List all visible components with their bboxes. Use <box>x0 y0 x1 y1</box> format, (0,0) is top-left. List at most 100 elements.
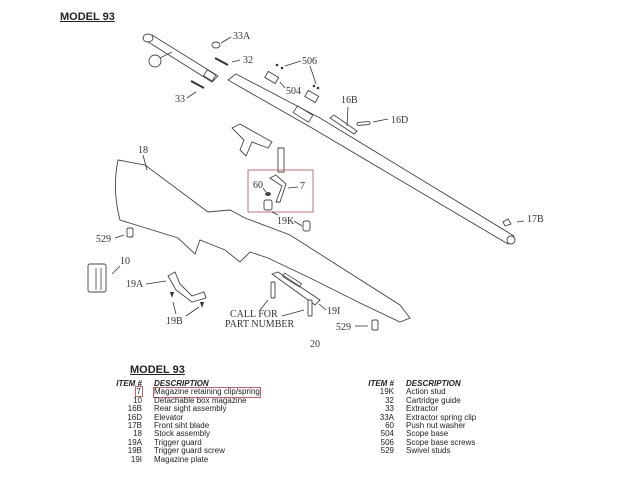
item-header: ITEM # <box>368 379 394 388</box>
item-number-highlighted: 7 <box>134 386 144 398</box>
table-row: 33A Extractor spring clip <box>362 412 477 422</box>
table-row: 17B Front siht blade <box>96 421 260 431</box>
item-number: 10 <box>133 395 142 405</box>
svg-text:19B: 19B <box>166 316 183 327</box>
part-506-scope-screws: 506 <box>275 56 320 90</box>
part-16D-elevator: 16D <box>356 115 408 126</box>
parts-table-title: MODEL 93 <box>130 364 185 376</box>
table-row: 529 Swivel studs <box>362 446 476 456</box>
table-row: 18 Stock assembly <box>96 429 260 439</box>
item-number: 19I <box>130 454 142 464</box>
table-row: 7 Magazine retaining clip/spring <box>96 386 261 398</box>
item-description: Swivel studs <box>406 446 451 456</box>
part-17B-front-sight: 17B <box>502 214 544 227</box>
item-header: ITEM # <box>116 379 142 388</box>
svg-text:16D: 16D <box>391 115 408 126</box>
part-504-scope-base: 504 <box>264 70 320 104</box>
highlight-box-part-7 <box>247 169 314 213</box>
item-number: 33 <box>385 404 394 414</box>
svg-text:18: 18 <box>138 145 148 156</box>
table-row: 16D Elevator <box>96 412 260 422</box>
svg-text:32: 32 <box>243 55 253 66</box>
item-description: Scope base <box>406 429 449 439</box>
parts-table-right: ITEM # DESCRIPTION 19K Action stud 32 Cart… <box>362 379 477 456</box>
svg-text:33: 33 <box>175 94 185 105</box>
svg-text:17B: 17B <box>527 214 544 225</box>
diagram-title: MODEL 93 <box>60 11 115 23</box>
receiver-barrel <box>227 73 516 245</box>
part-7-magazine-clip: 7 <box>269 174 305 203</box>
item-number: 60 <box>385 421 394 431</box>
svg-text:19K: 19K <box>277 216 295 227</box>
part-10-magazine: 10 <box>87 256 130 293</box>
bolt-assembly <box>142 33 219 83</box>
table-row: 16B Rear sight assembly <box>96 404 260 414</box>
table-header: ITEM # DESCRIPTION <box>96 379 260 388</box>
item-description: Trigger guard <box>154 437 202 447</box>
table-header: ITEM # DESCRIPTION <box>362 379 476 388</box>
part-18-stock: 18 <box>115 145 411 323</box>
item-number: 506 <box>380 437 394 447</box>
part-19K-action-stud: 19K <box>263 199 311 232</box>
item-description: Elevator <box>154 412 184 422</box>
table-row: 19I Magazine plate <box>96 454 260 464</box>
item-number: 19K <box>379 387 394 397</box>
item-number: 529 <box>380 446 394 456</box>
part-19A-trigger-guard: 19A <box>126 271 207 303</box>
item-description: Rear sight assembly <box>154 404 227 414</box>
table-row: 506 Scope base screws <box>362 437 476 447</box>
part-19I-magazine-plate: 19I <box>271 271 340 317</box>
table-row: 19A Trigger guard <box>96 437 260 447</box>
item-description: Detachable box magazine <box>154 395 247 405</box>
item-description: Front siht blade <box>154 421 210 431</box>
table-row: 33 Extractor <box>362 404 476 414</box>
item-number: 16D <box>127 412 142 422</box>
svg-text:CALL FOR: CALL FOR <box>230 309 278 320</box>
svg-text:506: 506 <box>302 56 317 67</box>
table-row: 19B Trigger guard screw <box>96 446 260 456</box>
item-number: 32 <box>385 395 394 405</box>
part-60-push-nut: 60 <box>253 180 271 196</box>
item-description: Action stud <box>406 387 446 397</box>
svg-text:7: 7 <box>300 181 305 192</box>
svg-text:60: 60 <box>253 180 263 191</box>
trigger-assembly <box>231 123 285 173</box>
table-row: 32 Cartridge guide <box>362 395 476 405</box>
svg-text:10: 10 <box>120 256 130 267</box>
item-description: Push nut washer <box>406 421 466 431</box>
item-number: 33A <box>379 412 394 422</box>
item-number: 16B <box>127 404 142 414</box>
part-32: 32 <box>214 55 253 66</box>
item-number: 19B <box>127 446 142 456</box>
svg-text:504: 504 <box>286 86 301 97</box>
part-33: 33 <box>175 80 205 105</box>
item-number: 17B <box>127 421 142 431</box>
item-number: 504 <box>380 429 394 439</box>
svg-text:PART NUMBER: PART NUMBER <box>225 319 294 330</box>
item-description: Magazine plate <box>154 454 209 464</box>
parts-table-left: ITEM # DESCRIPTION 7 Magazine retaining … <box>96 379 261 464</box>
item-description: Extractor spring clip <box>406 412 477 422</box>
item-description: Extractor <box>406 404 439 414</box>
table-row: 60 Push nut washer <box>362 421 476 431</box>
description-header: DESCRIPTION <box>406 379 461 388</box>
item-description: Stock assembly <box>154 429 211 439</box>
svg-text:16B: 16B <box>341 95 358 106</box>
part-529-swivel-stud-front: 529 <box>336 319 379 333</box>
part-16B-rear-sight: 16B <box>329 95 358 135</box>
table-row: 19K Action stud <box>362 387 476 397</box>
item-description: Scope base screws <box>406 437 476 447</box>
item-number: 18 <box>133 429 142 439</box>
part-19B-trigger-guard-screws: 19B <box>166 292 204 327</box>
svg-text:33A: 33A <box>233 31 251 42</box>
item-description: Cartridge guide <box>406 395 461 405</box>
exploded-parts-diagram: 33A 32 33 504 506 16B 16D <box>87 31 544 350</box>
table-row: 10 Detachable box magazine <box>96 395 260 405</box>
item-number: 19A <box>127 437 142 447</box>
svg-text:529: 529 <box>336 322 351 333</box>
table-row: 504 Scope base <box>362 429 476 439</box>
page-number: 20 <box>310 339 320 350</box>
description-header: DESCRIPTION <box>154 379 209 388</box>
item-description: Trigger guard screw <box>154 446 225 456</box>
item-description-highlighted: Magazine retaining clip/spring <box>153 387 261 398</box>
